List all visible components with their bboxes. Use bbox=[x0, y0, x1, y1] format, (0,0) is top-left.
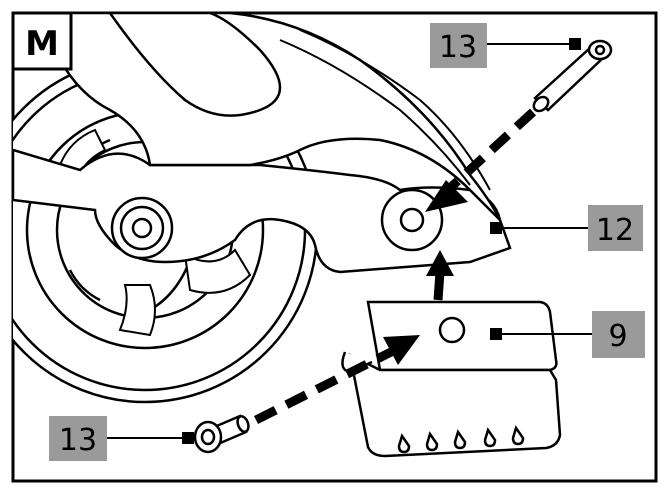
callout-brake-block: 9 bbox=[490, 311, 645, 358]
callout-label-top-bolt: 13 bbox=[439, 30, 477, 65]
frame-cutout bbox=[108, 13, 282, 117]
panel-letter: M bbox=[25, 24, 59, 64]
bottom-bolt bbox=[193, 414, 250, 454]
callout-label-frame-hole: 12 bbox=[596, 213, 634, 248]
panel-letter-box bbox=[11, 11, 73, 71]
arrow-head-up bbox=[426, 250, 454, 276]
frame-mounting-hole bbox=[380, 188, 444, 252]
callout-label-brake-block: 9 bbox=[608, 319, 627, 354]
brake-block bbox=[341, 300, 562, 458]
axle-bolt bbox=[110, 196, 174, 260]
illustration bbox=[13, 13, 613, 458]
callout-top-bolt: 13 bbox=[430, 23, 581, 68]
wheel-spokes bbox=[58, 128, 252, 337]
arrow-head-bottom bbox=[383, 335, 420, 365]
callout-bottom-bolt: 13 bbox=[49, 416, 194, 461]
assembly-arrows bbox=[253, 108, 537, 425]
callout-frame-hole: 12 bbox=[490, 205, 643, 251]
callout-label-bottom-bolt: 13 bbox=[59, 423, 97, 458]
arrow-head-top bbox=[425, 180, 468, 212]
top-bolt bbox=[532, 39, 613, 113]
